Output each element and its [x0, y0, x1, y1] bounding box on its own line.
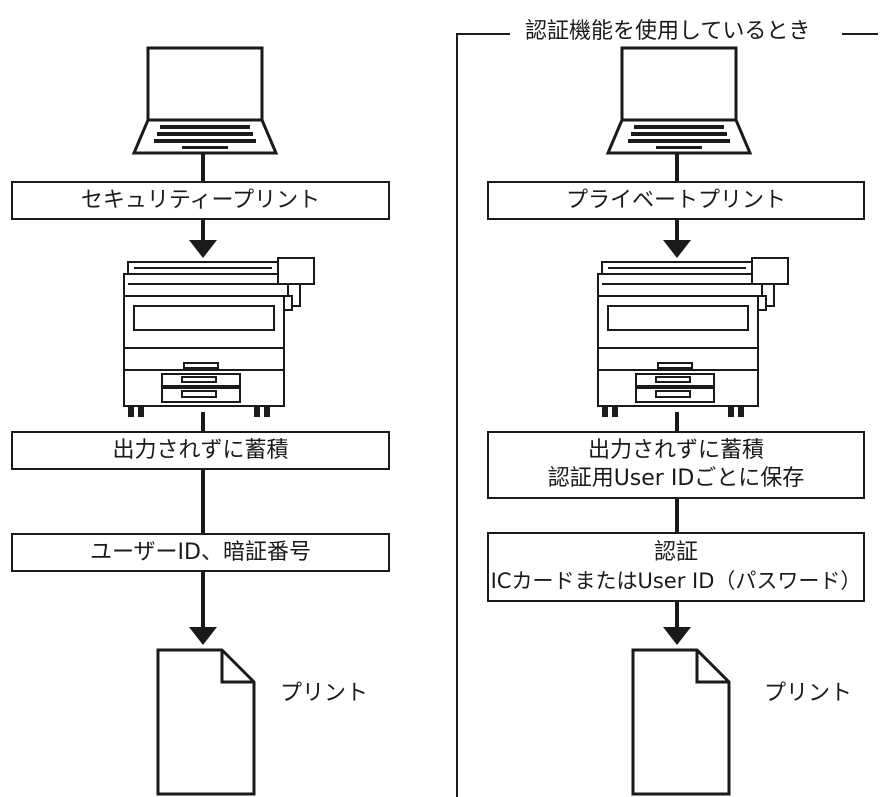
- arrow-down: [663, 627, 691, 645]
- step-private-print: プライベートプリント: [487, 181, 865, 220]
- connector-line: [201, 220, 205, 242]
- step-authentication: 認証 ICカードまたはUser ID（パスワード）: [487, 532, 865, 602]
- connector-line: [201, 152, 205, 182]
- step-credentials: ユーザーID、暗証番号: [11, 533, 390, 572]
- section-title: 認証機能を使用しているとき: [525, 18, 811, 46]
- connector-line: [675, 220, 679, 242]
- step-stored: 出力されずに蓄積: [11, 431, 390, 470]
- printer-icon: [597, 257, 789, 417]
- document-icon: [631, 648, 731, 796]
- arrow-down: [663, 240, 691, 258]
- connector-line: [201, 572, 205, 628]
- connector-line: [201, 412, 205, 432]
- laptop-icon: [131, 46, 279, 155]
- section-bracket-top-right: [842, 33, 878, 35]
- connector-line: [675, 602, 679, 628]
- step-stored-by-user: 出力されずに蓄積 認証用User IDごとに保存: [487, 431, 865, 499]
- output-label: プリント: [764, 680, 853, 708]
- connector-line: [675, 152, 679, 182]
- section-bracket-side: [456, 33, 458, 797]
- printer-icon: [123, 257, 315, 417]
- section-bracket-top-left: [456, 33, 510, 35]
- laptop-icon: [605, 46, 753, 155]
- connector-line: [675, 499, 679, 533]
- step-secure-print: セキュリティープリント: [11, 181, 390, 220]
- connector-line: [201, 470, 205, 534]
- document-icon: [156, 648, 256, 796]
- connector-line: [675, 412, 679, 432]
- arrow-down: [189, 627, 217, 645]
- output-label: プリント: [280, 680, 369, 708]
- arrow-down: [189, 240, 217, 258]
